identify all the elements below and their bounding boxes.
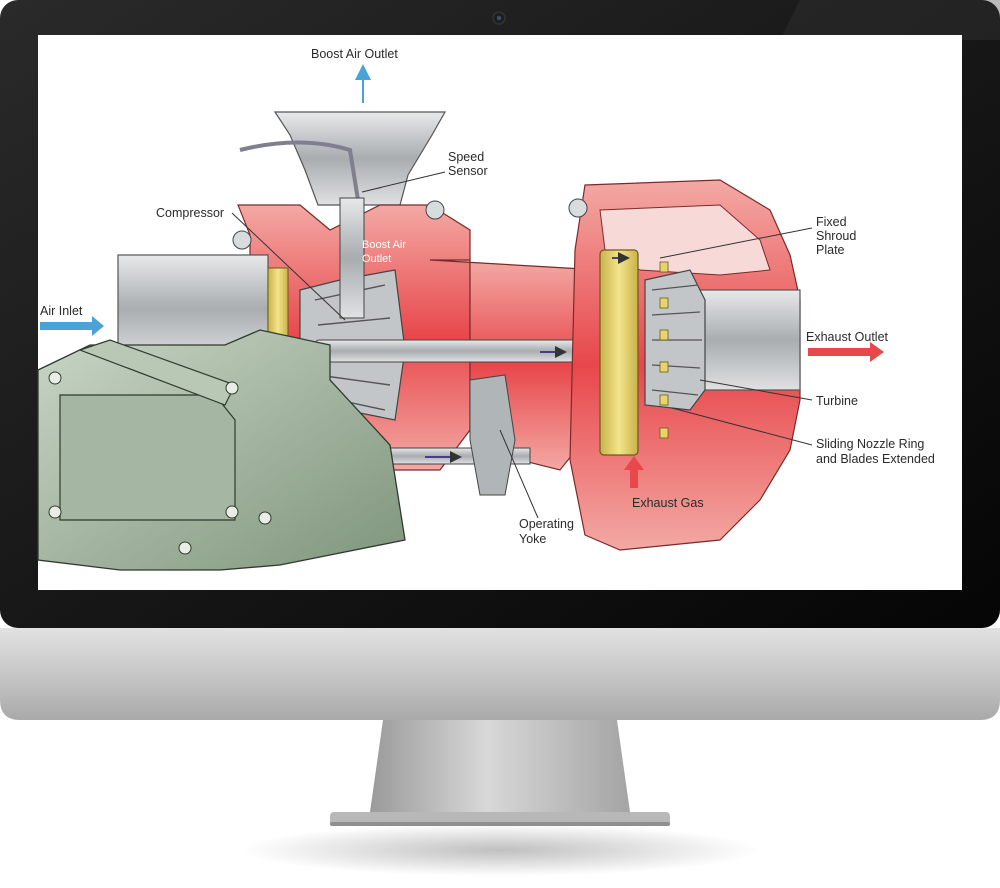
air-inlet-arrow-icon (40, 316, 104, 336)
speed-sensor-body (339, 197, 365, 319)
speed-sensor-cable (239, 140, 360, 201)
label-fixed-shroud-1: Fixed (816, 215, 847, 229)
operating-yoke-part (469, 374, 516, 496)
label-operating-yoke-2: Yoke (519, 532, 546, 546)
label-compressor: Compressor (156, 206, 224, 220)
stand-shadow (240, 824, 760, 876)
label-sliding-nozzle-1: Sliding Nozzle Ring (816, 437, 924, 451)
label-sliding-nozzle-2: and Blades Extended (816, 452, 935, 466)
sliding-nozzle-ring (599, 249, 639, 456)
monitor-chin (0, 628, 1000, 720)
label-exhaust-outlet: Exhaust Outlet (806, 330, 889, 344)
flow-arrows (40, 64, 884, 488)
leader-lines (231, 171, 813, 519)
label-fixed-shroud-3: Plate (816, 243, 845, 257)
label-air-inlet: Air Inlet (40, 304, 83, 318)
label-fixed-shroud-2: Shroud (816, 229, 856, 243)
exhaust-outlet-pipe (699, 289, 801, 391)
boost-air-arrow-icon (355, 64, 371, 103)
label-exhaust-gas: Exhaust Gas (632, 496, 704, 510)
label-speed-sensor-2: Sensor (448, 164, 488, 178)
label-turbine: Turbine (816, 394, 858, 408)
label-boost-air-outlet-inner-2: Outlet (362, 253, 391, 265)
monitor-stand (370, 720, 630, 812)
bezel-glare (780, 0, 1000, 40)
label-operating-yoke-1: Operating (519, 517, 574, 531)
exhaust-outlet-arrow-icon (808, 342, 884, 362)
label-boost-air-outlet: Boost Air Outlet (311, 47, 398, 61)
label-speed-sensor-1: Speed (448, 150, 484, 164)
turbocharger-diagram: Boost Air Outlet Speed Sensor Compressor… (37, 47, 935, 571)
label-boost-air-outlet-inner-1: Boost Air (362, 239, 406, 251)
exhaust-gas-arrow-icon (624, 456, 644, 488)
